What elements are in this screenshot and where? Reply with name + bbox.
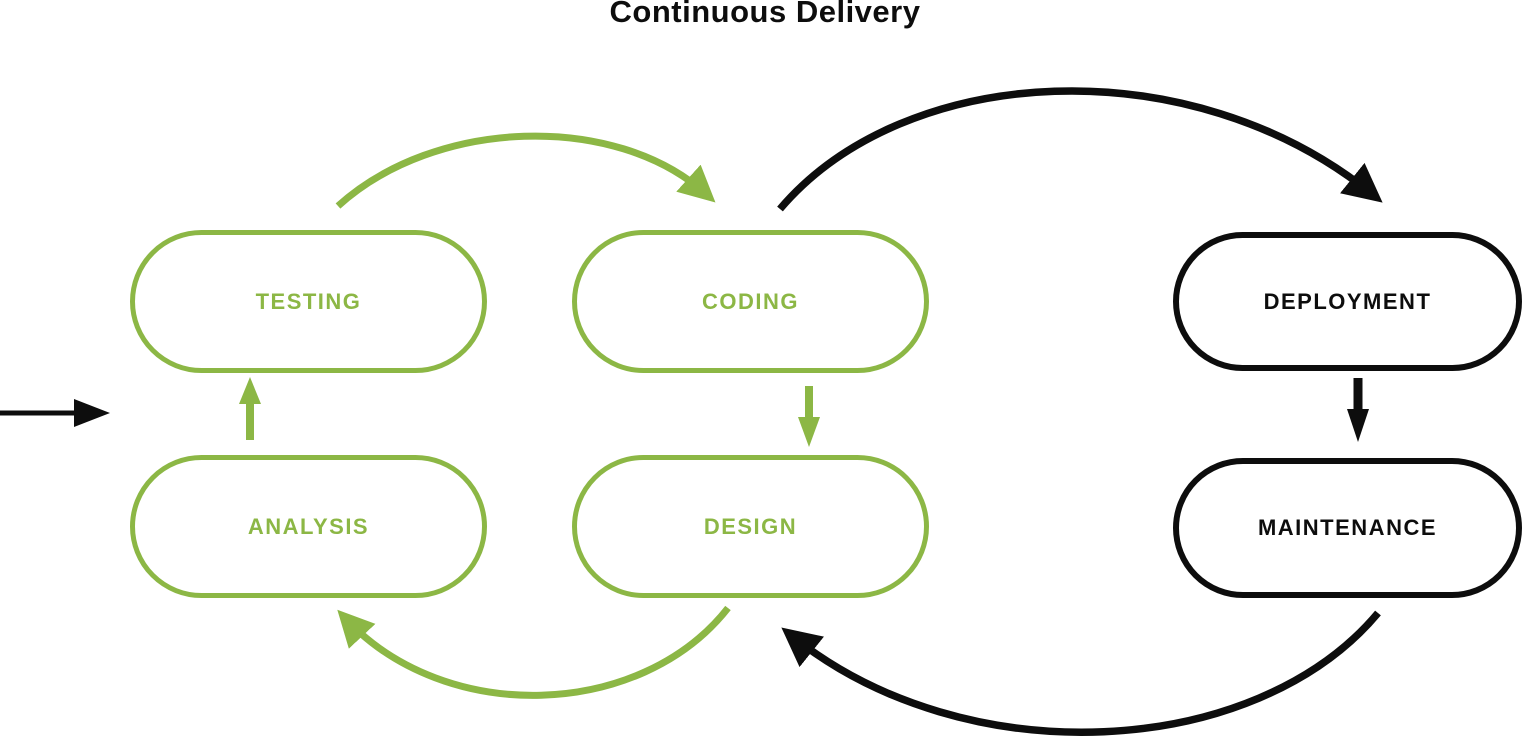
node-design: DESIGN: [572, 455, 929, 598]
node-deployment-label: DEPLOYMENT: [1263, 288, 1432, 314]
edge-testing-to-coding-arc: [335, 132, 716, 209]
edge-maintenance-to-design-arc: [781, 610, 1381, 736]
diagram-title: Continuous Delivery: [609, 0, 921, 29]
node-maintenance-label: MAINTENANCE: [1257, 515, 1438, 540]
node-design-label: DESIGN: [703, 513, 798, 539]
node-maintenance: MAINTENANCE: [1173, 458, 1522, 598]
node-testing-label: TESTING: [255, 288, 362, 314]
edge-design-to-analysis-arc: [337, 605, 731, 699]
entry-arrow: [0, 399, 110, 427]
node-testing: TESTING: [130, 230, 487, 373]
edge-coding-to-design-arrow: [798, 386, 820, 447]
node-coding-label: CODING: [702, 288, 799, 314]
node-analysis: ANALYSIS: [130, 455, 487, 598]
node-analysis-label: ANALYSIS: [247, 513, 370, 539]
edge-analysis-to-testing-arrow: [239, 377, 261, 440]
edge-coding-to-deployment-arc: [777, 87, 1383, 212]
edge-deployment-to-maintenance-arrow: [1347, 378, 1369, 442]
node-deployment: DEPLOYMENT: [1173, 232, 1522, 371]
node-coding: CODING: [572, 230, 929, 373]
